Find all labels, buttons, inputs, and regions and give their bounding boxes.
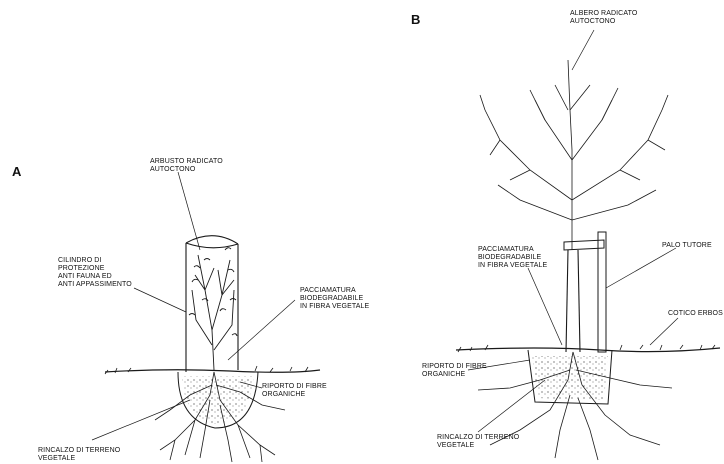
panel-b-ground-line bbox=[456, 345, 720, 352]
label-a-soil: RINCALZO DI TERRENO VEGETALE bbox=[38, 447, 120, 463]
leader-b-turf bbox=[650, 318, 678, 345]
label-b-tree: ALBERO RADICATO AUTOCTONO bbox=[570, 10, 637, 26]
panel-a-letter: A bbox=[12, 164, 21, 179]
leader-b-mulch bbox=[528, 268, 562, 345]
label-a-cylinder: CILINDRO DI PROTEZIONE ANTI FAUNA ED ANT… bbox=[58, 257, 132, 289]
label-b-fibers: RIPORTO DI FIBRE ORGANICHE bbox=[422, 363, 487, 379]
panel-b-letter: B bbox=[411, 12, 420, 27]
shrub-branches bbox=[189, 248, 237, 370]
label-a-mulch: PACCIAMATURA BIODEGRADABILE IN FIBRA VEG… bbox=[300, 287, 369, 311]
panel-a-ground-line bbox=[105, 366, 320, 374]
leader-a-cylinder bbox=[134, 288, 186, 312]
tree-canopy bbox=[480, 60, 668, 250]
label-a-shrub: ARBUSTO RADICATO AUTOCTONO bbox=[150, 158, 223, 174]
label-a-fibers: RIPORTO DI FIBRE ORGANICHE bbox=[262, 383, 327, 399]
leader-b-stake bbox=[606, 248, 676, 288]
tree-trunk bbox=[566, 250, 580, 352]
label-b-soil: RINCALZO DI TERRENO VEGETALE bbox=[437, 434, 519, 450]
label-b-stake: PALO TUTORE bbox=[662, 242, 712, 250]
label-b-turf: COTICO ERBOS bbox=[668, 310, 723, 318]
label-b-mulch: PACCIAMATURA BIODEGRADABILE IN FIBRA VEG… bbox=[478, 246, 547, 270]
stake bbox=[598, 232, 606, 352]
leader-a-shrub bbox=[178, 172, 200, 250]
leader-b-tree bbox=[572, 30, 594, 70]
leader-a-soil bbox=[92, 400, 190, 440]
panel-a-drawing bbox=[105, 236, 320, 462]
